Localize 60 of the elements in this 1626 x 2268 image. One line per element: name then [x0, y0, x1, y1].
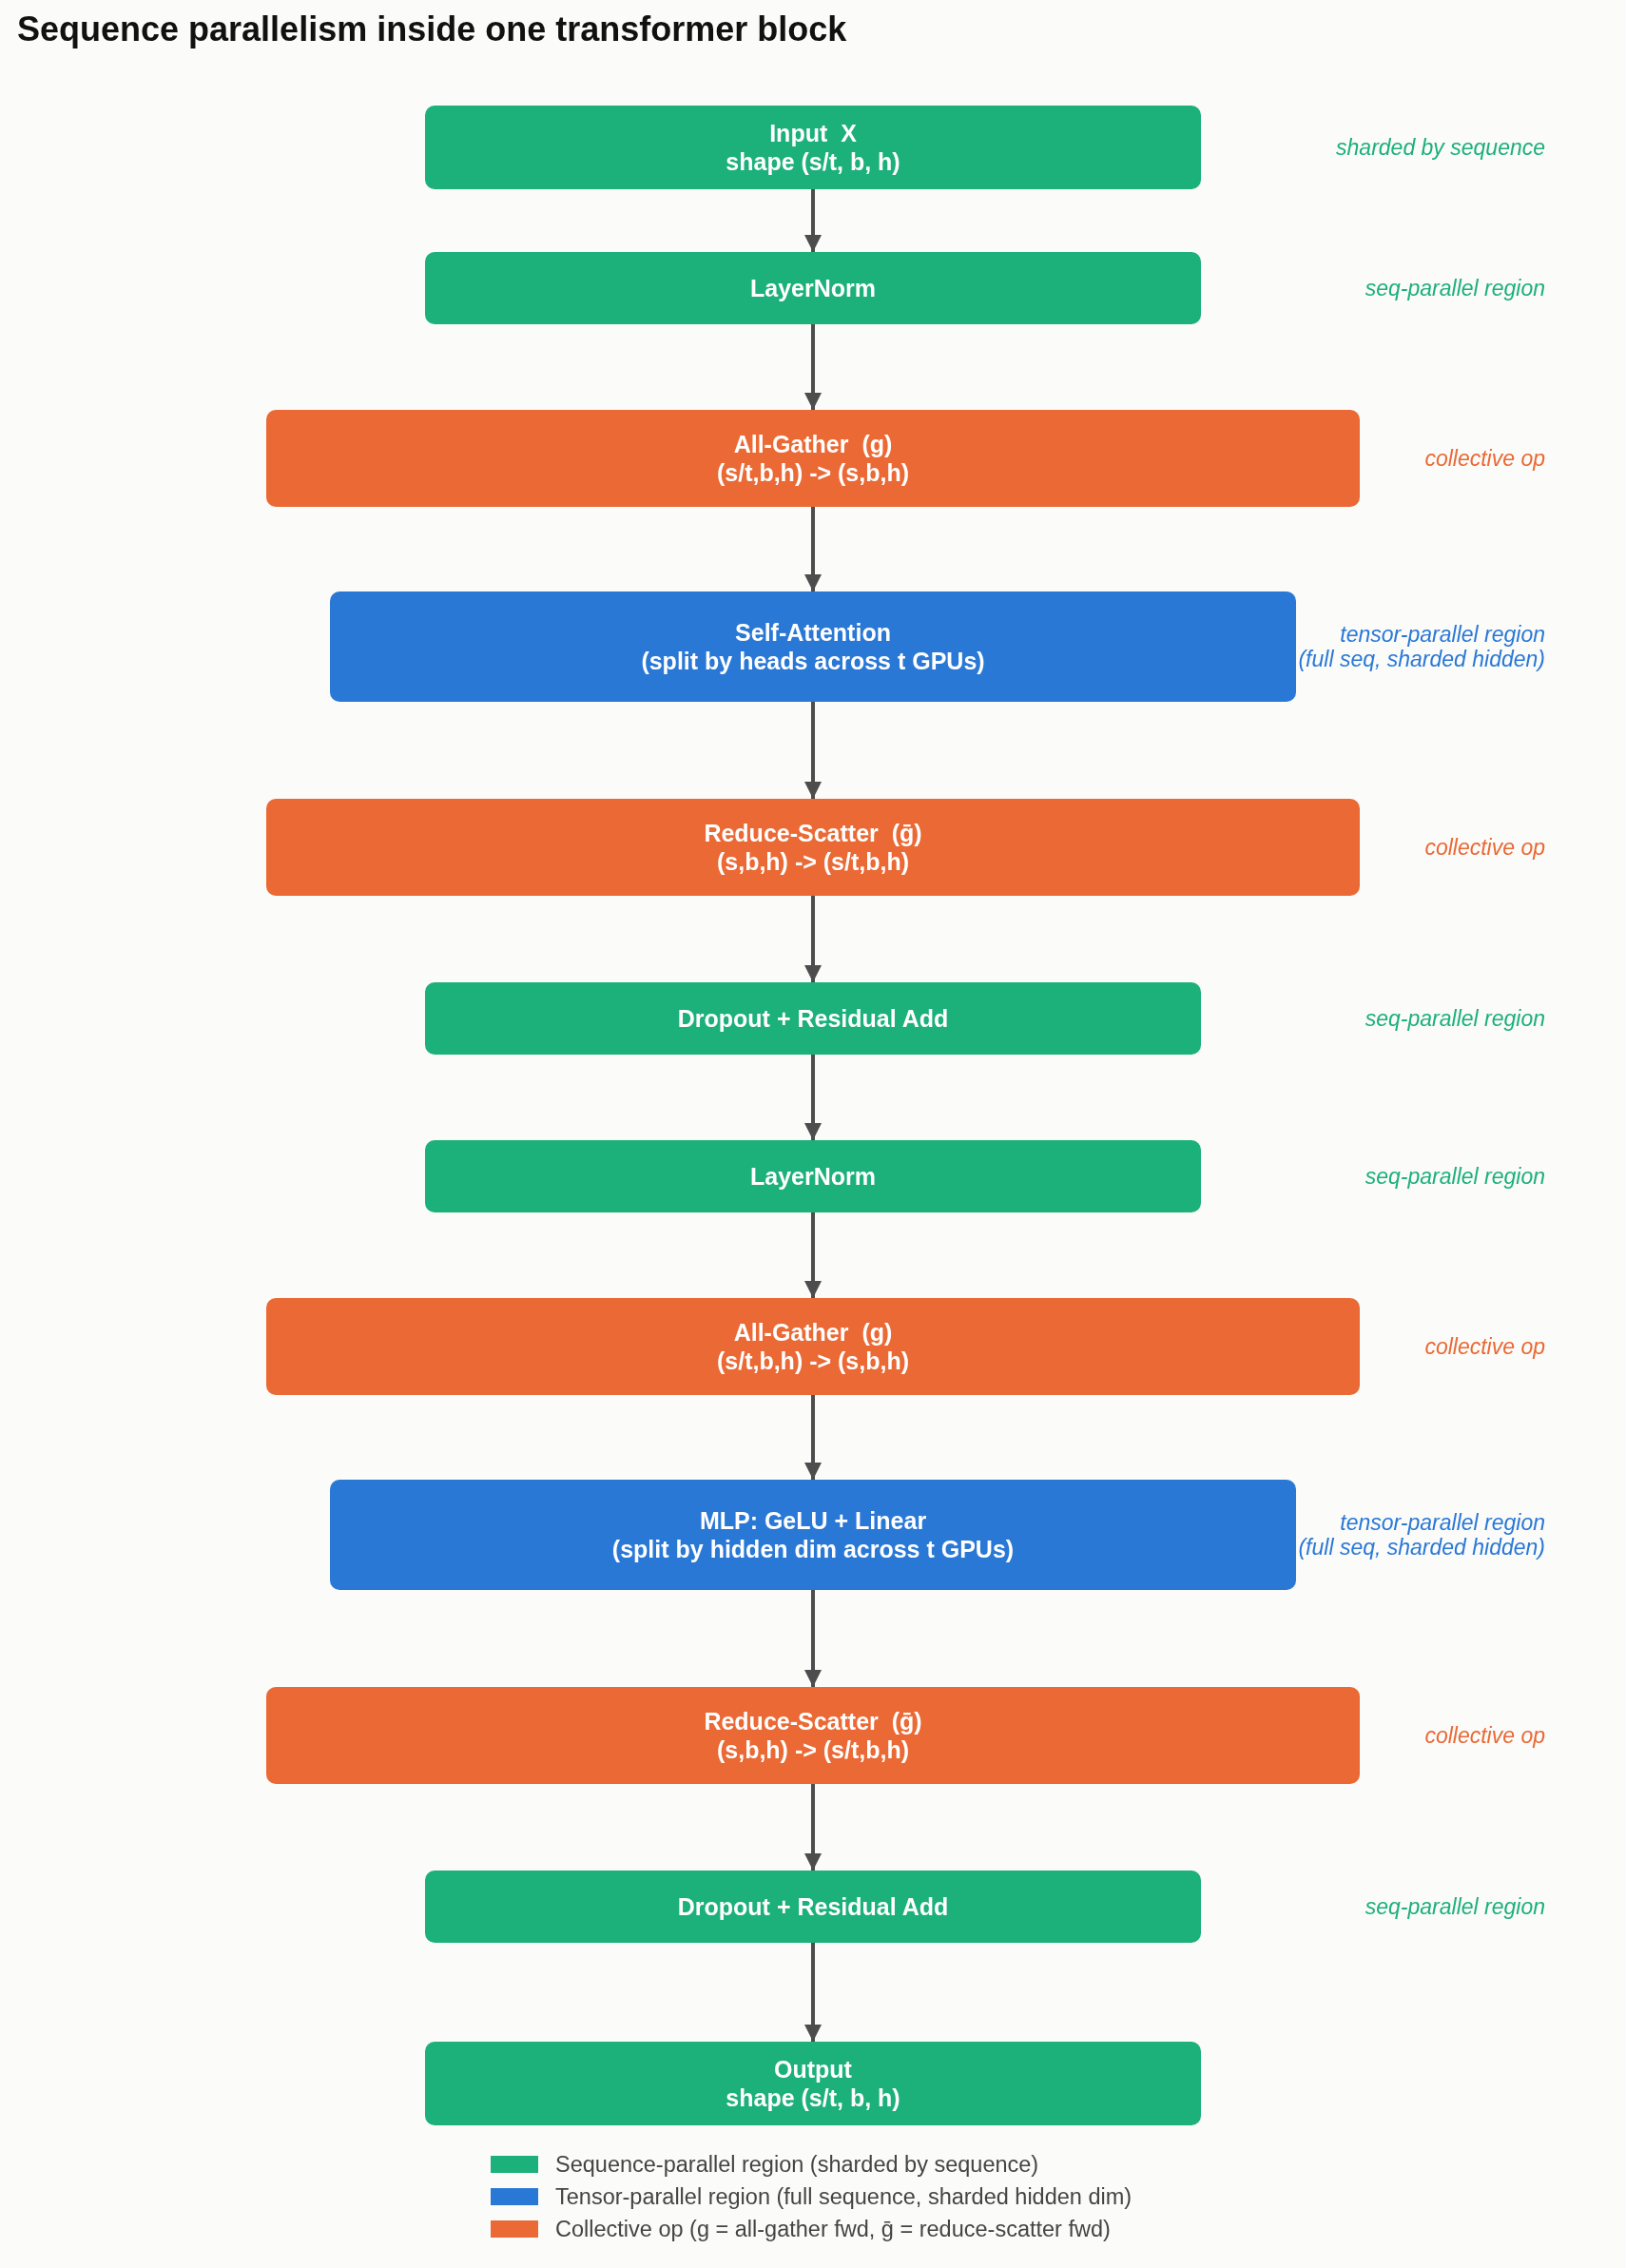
box-title: All-Gather (g) — [733, 1318, 893, 1347]
box-title: Output — [774, 2055, 852, 2084]
process-box — [266, 1298, 1360, 1395]
side-note: collective op — [1423, 1334, 1545, 1359]
box-title: Input X — [769, 119, 857, 147]
box-subtitle: shape (s/t, b, h) — [726, 2084, 900, 2112]
side-note: seq-parallel region — [1364, 276, 1545, 300]
arrow — [804, 507, 822, 591]
process-box — [266, 1687, 1360, 1784]
side-note: tensor-parallel region — [1339, 1510, 1545, 1535]
side-note: sharded by sequence — [1335, 135, 1545, 160]
diagram-title: Sequence parallelism inside one transformer block — [17, 10, 847, 49]
box-title: Dropout + Residual Add — [677, 1004, 949, 1033]
box-title: Self-Attention — [735, 618, 891, 647]
process-box — [425, 106, 1201, 189]
box-subtitle: (split by heads across t GPUs) — [641, 647, 985, 675]
arrow — [804, 1395, 822, 1480]
side-note: collective op — [1423, 835, 1545, 860]
side-note: seq-parallel region — [1364, 1164, 1545, 1189]
box-title: Reduce-Scatter (ḡ) — [704, 819, 922, 847]
box-subtitle: (s,b,h) -> (s/t,b,h) — [716, 1735, 910, 1764]
process-box — [425, 2042, 1201, 2125]
box-title: LayerNorm — [750, 1162, 876, 1191]
box-subtitle: shape (s/t, b, h) — [726, 147, 900, 176]
box-title: LayerNorm — [750, 274, 876, 302]
legend-text: Sequence-parallel region (sharded by sequence) — [555, 2152, 1039, 2177]
arrow — [804, 1590, 822, 1687]
process-box — [425, 1871, 1201, 1943]
arrow — [804, 1212, 822, 1298]
process-box — [425, 1140, 1201, 1212]
process-box — [330, 1480, 1296, 1590]
legend-text: Collective op (g = all-gather fwd, ḡ = reduce-scatter fwd) — [555, 2217, 1111, 2241]
box-title: All-Gather (g) — [733, 430, 893, 458]
box-title: Reduce-Scatter (ḡ) — [704, 1707, 922, 1735]
arrow — [804, 324, 822, 410]
side-note: (full seq, sharded hidden) — [1297, 1535, 1545, 1560]
side-note: seq-parallel region — [1364, 1894, 1545, 1919]
side-note: tensor-parallel region — [1339, 622, 1545, 647]
box-title: Dropout + Residual Add — [677, 1892, 949, 1921]
box-subtitle: (s/t,b,h) -> (s,b,h) — [716, 458, 910, 487]
side-note: collective op — [1423, 446, 1545, 471]
arrow — [804, 896, 822, 982]
arrow — [804, 189, 822, 252]
box-subtitle: (split by hidden dim across t GPUs) — [611, 1535, 1015, 1563]
process-box — [266, 799, 1360, 896]
box-subtitle: (s,b,h) -> (s/t,b,h) — [716, 847, 910, 876]
side-note: collective op — [1423, 1723, 1545, 1748]
box-subtitle: (s/t,b,h) -> (s,b,h) — [716, 1347, 910, 1375]
legend-text: Tensor-parallel region (full sequence, sharded hidden dim) — [555, 2184, 1132, 2209]
process-box — [266, 410, 1360, 507]
arrow — [804, 702, 822, 799]
side-note: seq-parallel region — [1364, 1006, 1545, 1031]
arrow — [804, 1943, 822, 2042]
arrow — [804, 1784, 822, 1871]
arrow — [804, 1055, 822, 1140]
process-box — [330, 591, 1296, 702]
process-box — [425, 252, 1201, 324]
process-box — [425, 982, 1201, 1055]
box-title: MLP: GeLU + Linear — [699, 1506, 927, 1535]
side-note: (full seq, sharded hidden) — [1297, 647, 1545, 671]
